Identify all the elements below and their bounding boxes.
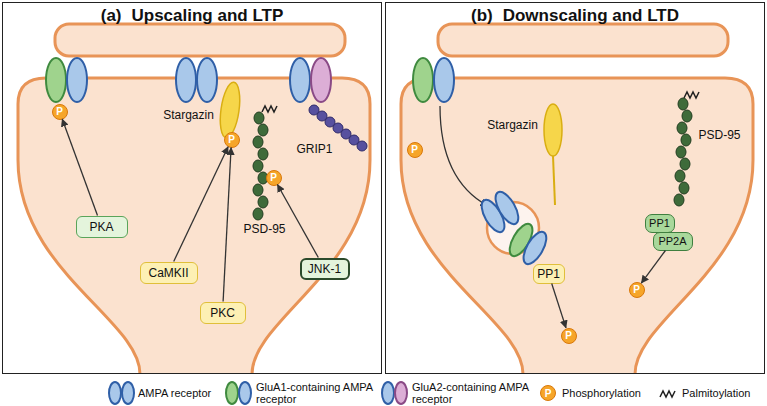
kinase-box-text: PKC bbox=[210, 306, 235, 320]
legend-entry: Palmitoylation bbox=[682, 380, 764, 406]
phospho-circle-text: P bbox=[633, 284, 640, 295]
phosphatase-box-text: PP1 bbox=[537, 267, 560, 281]
phospho-circle: P bbox=[407, 142, 423, 158]
protein-label: PSD-95 bbox=[240, 222, 290, 238]
protein-label-text: PSD-95 bbox=[698, 128, 740, 142]
protein-label: Stargazin bbox=[160, 108, 218, 124]
phosphatase-box-text: PP2A bbox=[658, 235, 686, 247]
phospho-circle: P bbox=[561, 328, 577, 344]
kinase-box-text: CaMKII bbox=[148, 266, 188, 280]
phospho-letter: P bbox=[545, 388, 552, 399]
psd95-chain bbox=[674, 92, 699, 206]
phospho-circle-text: P bbox=[411, 144, 418, 155]
panel-title: Upscaling and LTP bbox=[132, 6, 284, 25]
phosphatase-box: PP1 bbox=[533, 264, 565, 284]
kinase-box-text: JNK-1 bbox=[308, 262, 341, 276]
legend-phospho-symbol: P bbox=[540, 385, 556, 401]
kinase-box-text: PKA bbox=[89, 220, 113, 234]
protein-label: PSD-95 bbox=[695, 128, 745, 144]
panel-letter: (b) bbox=[471, 6, 493, 25]
kinase-box: PKA bbox=[76, 216, 128, 238]
activation-arrow bbox=[641, 251, 665, 284]
glua1-receptor bbox=[46, 58, 87, 102]
activation-arrow bbox=[552, 284, 566, 328]
activation-arrow bbox=[223, 148, 231, 302]
phospho-circle-text: P bbox=[56, 106, 63, 117]
glua1-receptor bbox=[413, 58, 454, 102]
panel-box: (b)Downscaling and LTDPStargazinPP1PPSD-… bbox=[385, 2, 765, 374]
panel-heading: (b) Downscaling and LTD bbox=[386, 6, 764, 26]
phospho-circle: P bbox=[224, 132, 240, 148]
phospho-circle-text: P bbox=[228, 134, 235, 145]
legend-label: GluA1-containing AMPA receptor bbox=[256, 381, 376, 405]
legend-entry: Phosphorylation bbox=[562, 380, 650, 406]
protein-label: GRIP1 bbox=[294, 142, 336, 158]
phospho-circle: P bbox=[629, 282, 645, 298]
kinase-box: JNK-1 bbox=[300, 258, 350, 280]
activation-arrow bbox=[174, 147, 228, 262]
phospho-circle: P bbox=[52, 104, 68, 120]
protein-label-text: Stargazin bbox=[163, 108, 214, 122]
legend-entry: GluA1-containing AMPA receptor bbox=[256, 380, 376, 406]
legend-label: GluA2-containing AMPA receptor bbox=[412, 381, 532, 405]
legend-label: Phosphorylation bbox=[562, 387, 641, 399]
legend-glua2-sample bbox=[382, 382, 407, 404]
protein-label: Stargazin bbox=[484, 118, 542, 134]
stargazin-tail bbox=[553, 156, 555, 205]
legend-label: AMPA receptor bbox=[138, 387, 211, 399]
legend-glua1-sample bbox=[226, 382, 251, 404]
dendritic-spine bbox=[401, 24, 753, 374]
kinase-box: CaMKII bbox=[140, 262, 198, 284]
glua1-receptor bbox=[505, 220, 551, 267]
stargazin-shape bbox=[217, 81, 243, 139]
ampa-receptor bbox=[176, 58, 217, 102]
protein-label-text: PSD-95 bbox=[243, 222, 285, 236]
panel-letter: (a) bbox=[101, 6, 122, 25]
legend-entry: AMPA receptor bbox=[138, 380, 214, 406]
phospho-circle: P bbox=[266, 170, 282, 186]
psd95-chain bbox=[253, 106, 277, 220]
phosphatase-box-text: PP1 bbox=[649, 217, 670, 229]
protein-label-text: GRIP1 bbox=[296, 142, 332, 156]
legend-entry: GluA2-containing AMPA receptor bbox=[412, 380, 532, 406]
legend-ampa-sample bbox=[109, 382, 134, 404]
glua2-receptor bbox=[290, 58, 331, 102]
panel-title: Downscaling and LTD bbox=[503, 6, 679, 25]
synapse-shell bbox=[18, 24, 370, 374]
legend-label: Palmitoylation bbox=[682, 387, 750, 399]
activation-arrow bbox=[62, 119, 97, 216]
activation-arrow bbox=[277, 185, 318, 258]
legend-palmitoylation-sample bbox=[660, 391, 675, 397]
presynaptic-terminal bbox=[55, 24, 345, 56]
panel-box: (a)Upscaling and LTPPKAPStargazinPPSD-95… bbox=[2, 2, 382, 374]
protein-label-text: Stargazin bbox=[487, 118, 538, 132]
stargazin-shape bbox=[544, 104, 562, 156]
ampa-receptor bbox=[477, 188, 523, 235]
phosphatase-box: PP2A bbox=[653, 232, 693, 251]
panel-heading: (a) Upscaling and LTP bbox=[3, 6, 381, 26]
kinase-box: PKC bbox=[200, 302, 246, 324]
phosphatase-box: PP1 bbox=[645, 214, 675, 233]
endocytosis-arrow bbox=[440, 106, 488, 206]
phospho-circle-text: P bbox=[270, 172, 277, 183]
dendritic-spine bbox=[18, 78, 370, 374]
phospho-circle-text: P bbox=[565, 330, 572, 341]
